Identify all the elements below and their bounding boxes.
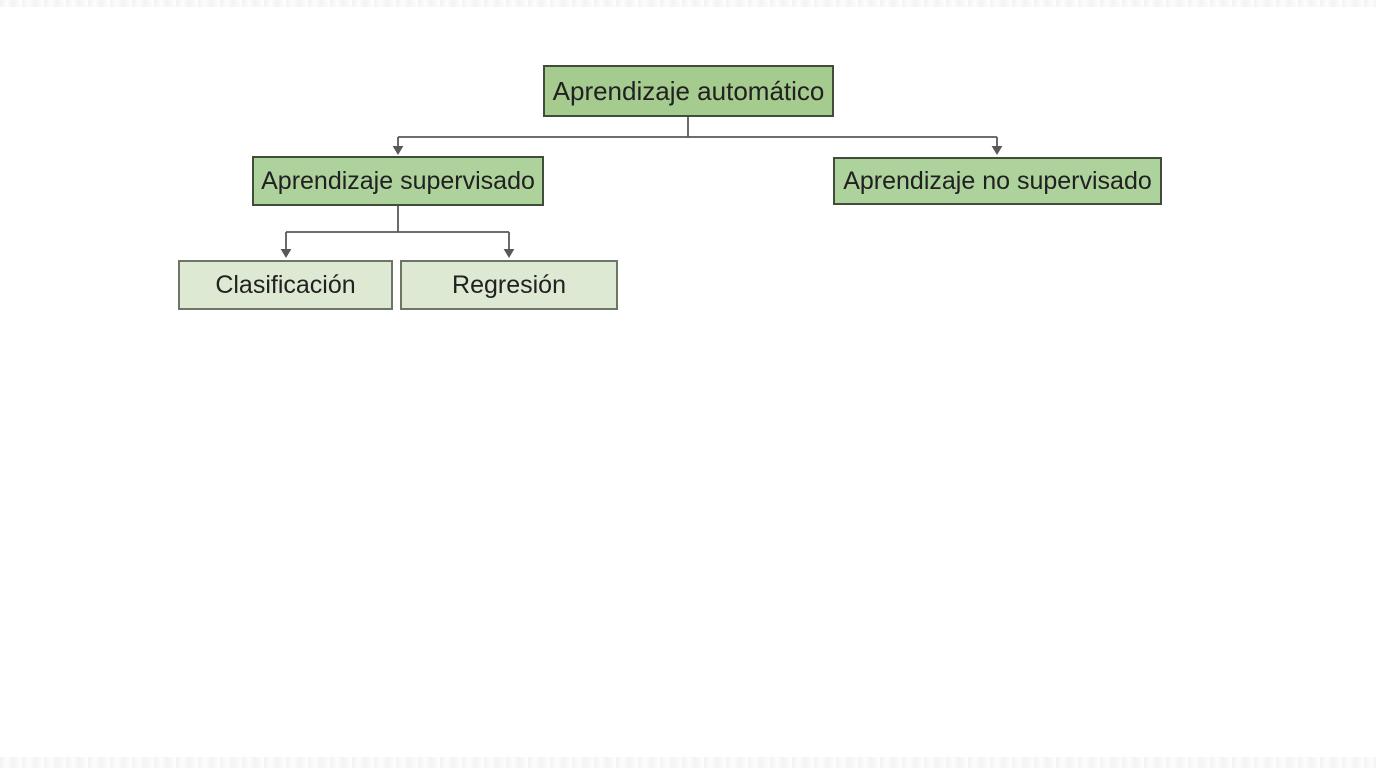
node-unsupervised-label: Aprendizaje no supervisado <box>843 166 1152 195</box>
node-classification-label: Clasificación <box>215 270 356 299</box>
diagram-node-root: Aprendizaje automático <box>543 65 834 117</box>
node-root-label: Aprendizaje automático <box>552 75 825 106</box>
bottom-edge-artifact <box>0 757 1376 768</box>
node-supervised-label: Aprendizaje supervisado <box>261 166 535 195</box>
arrowhead-supervised <box>392 146 404 155</box>
diagram-node-supervised: Aprendizaje supervisado <box>252 156 544 206</box>
top-edge-artifact <box>0 0 1376 7</box>
diagram-node-unsupervised: Aprendizaje no supervisado <box>833 157 1162 205</box>
diagram-node-regression: Regresión <box>400 260 618 310</box>
arrowhead-regression <box>503 249 515 258</box>
arrowhead-classification <box>280 249 292 258</box>
node-regression-label: Regresión <box>452 270 566 299</box>
diagram-node-classification: Clasificación <box>178 260 393 310</box>
arrowhead-unsupervised <box>991 146 1003 155</box>
